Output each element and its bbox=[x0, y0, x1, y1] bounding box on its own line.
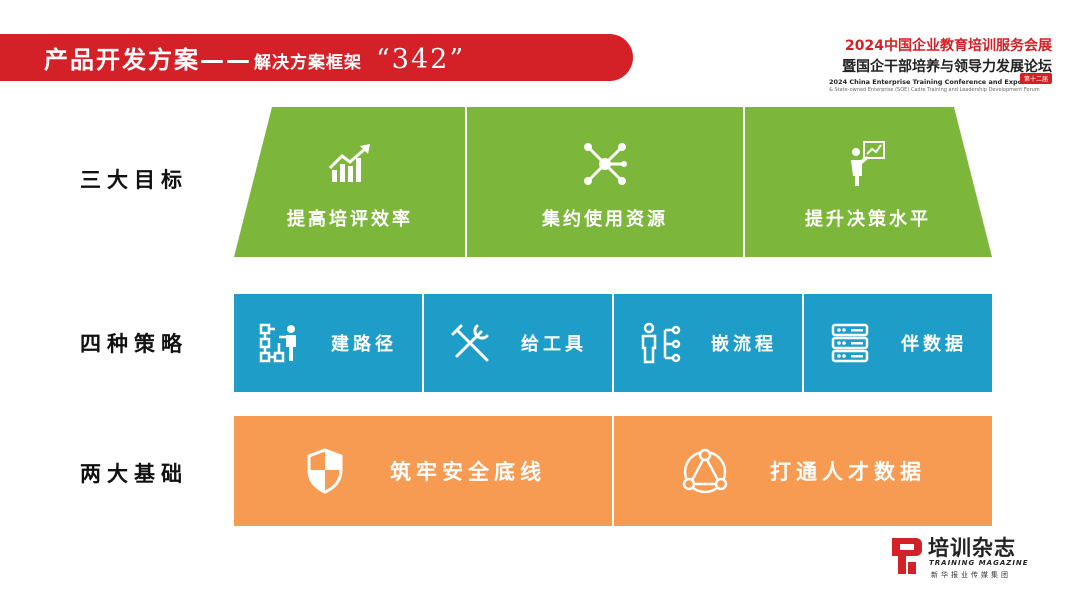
strategy-item-tools: 给工具 bbox=[424, 294, 614, 392]
foundation-item-talent-data: 打通人才数据 bbox=[614, 416, 992, 526]
people-connect-icon bbox=[680, 446, 730, 496]
magazine-emblem-icon bbox=[892, 538, 922, 574]
logo-group-name: 新华报业传媒集团 bbox=[931, 571, 1011, 579]
strategy-label: 给工具 bbox=[521, 334, 587, 355]
goal-item-efficiency: 提高培评效率 bbox=[234, 107, 466, 257]
strategy-label: 嵌流程 bbox=[711, 334, 777, 355]
strategies-row-label: 四种策略 bbox=[80, 332, 188, 356]
foundations-row-label: 两大基础 bbox=[80, 462, 188, 486]
goals-panel: 提高培评效率 集约使用资源 bbox=[234, 107, 992, 257]
goal-label: 提升决策水平 bbox=[805, 209, 931, 230]
goals-trapezoid bbox=[234, 107, 992, 257]
foundation-item-security: 筑牢安全底线 bbox=[234, 416, 614, 526]
growth-chart-icon bbox=[328, 141, 372, 187]
strategy-item-data: 伴数据 bbox=[804, 294, 992, 392]
conference-english-subtitle: & State-owned Enterprise (SOE) Cadre Tra… bbox=[829, 87, 1040, 93]
title-main: 产品开发方案—— bbox=[44, 46, 252, 74]
strategy-label: 建路径 bbox=[331, 334, 397, 355]
strategy-item-path: 建路径 bbox=[234, 294, 424, 392]
logo-english-name: TRAINING MAGAZINE bbox=[929, 559, 1029, 567]
strategies-panel: 建路径 给工具 bbox=[234, 294, 992, 392]
strategy-item-process: 嵌流程 bbox=[614, 294, 804, 392]
person-flow-icon bbox=[639, 322, 681, 364]
title-sub: 解决方案框架 bbox=[254, 53, 362, 73]
network-hub-icon bbox=[582, 141, 628, 187]
foundation-label: 筑牢安全底线 bbox=[390, 460, 546, 484]
goal-item-decision: 提升决策水平 bbox=[744, 107, 992, 257]
database-icon bbox=[829, 322, 871, 364]
title-banner bbox=[0, 34, 633, 81]
conference-header: 2024中国企业教育培训服务会展 暨国企干部培养与领导力发展论坛 2024 Ch… bbox=[827, 35, 1052, 93]
path-planning-icon bbox=[259, 322, 301, 364]
goal-item-resources: 集约使用资源 bbox=[466, 107, 744, 257]
goals-row-label: 三大目标 bbox=[80, 168, 188, 192]
presenter-chart-icon bbox=[848, 141, 888, 187]
page-title: 产品开发方案——解决方案框架 “342” bbox=[44, 40, 465, 75]
shield-icon bbox=[300, 446, 350, 496]
goal-label: 集约使用资源 bbox=[542, 209, 668, 230]
foundations-panel: 筑牢安全底线 打通人才数据 bbox=[234, 416, 992, 526]
conference-title: 2024中国企业教育培训服务会展 bbox=[845, 38, 1052, 54]
tools-icon bbox=[449, 322, 491, 364]
edition-badge: 第十二届 bbox=[1019, 73, 1052, 84]
goal-label: 提高培评效率 bbox=[287, 209, 413, 230]
strategy-label: 伴数据 bbox=[901, 334, 967, 355]
logo-chinese-name: 培训杂志 bbox=[928, 536, 1016, 560]
conference-english-title: 2024 China Enterprise Training Conferenc… bbox=[829, 78, 1023, 86]
conference-subtitle: 暨国企干部培养与领导力发展论坛 bbox=[842, 59, 1052, 75]
training-magazine-logo: 培训杂志 TRAINING MAGAZINE 新华报业传媒集团 bbox=[888, 532, 1058, 584]
title-number: “342” bbox=[376, 44, 466, 75]
foundation-label: 打通人才数据 bbox=[770, 460, 926, 484]
